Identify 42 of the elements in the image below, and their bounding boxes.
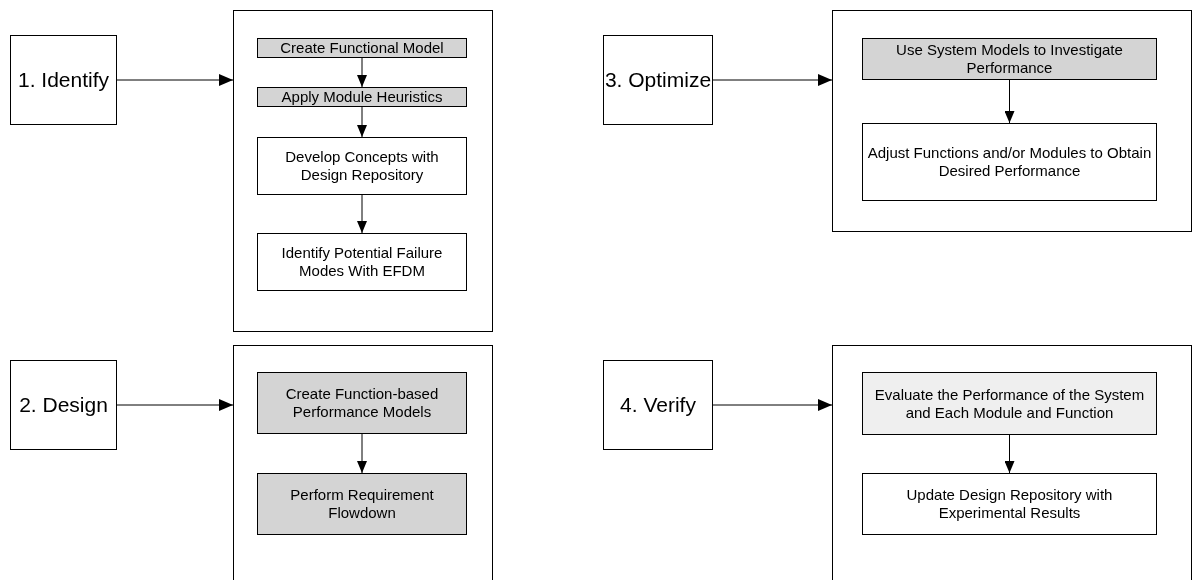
phase-box — [603, 360, 713, 450]
group-box — [832, 10, 1192, 232]
phase-box — [10, 35, 117, 125]
arrow — [1004, 79, 1015, 124]
step-box — [862, 123, 1157, 201]
step-text: Develop Concepts with Design Repository — [284, 148, 440, 184]
step-text: Evaluate the Performance of the System and Each Module and Function — [873, 385, 1146, 422]
step-box — [862, 473, 1157, 535]
arrow — [357, 106, 367, 138]
step-box — [257, 38, 467, 58]
step-text: Perform Requirement Flowdown — [289, 486, 435, 522]
step-box — [862, 372, 1157, 435]
arrow — [712, 399, 833, 411]
arrow — [1004, 434, 1015, 474]
step-text: Identify Potential Failure Modes With EFDM — [280, 244, 444, 280]
step-text: Use System Models to Investigate Performance — [895, 41, 1124, 77]
step-text: 4. Verify — [620, 392, 696, 418]
group-box — [233, 345, 493, 580]
arrow — [357, 57, 367, 88]
arrow — [116, 399, 234, 411]
arrow — [357, 433, 367, 474]
group-box — [233, 10, 493, 332]
step-box — [257, 87, 467, 107]
step-text: 3. Optimize — [604, 67, 712, 93]
step-text: Create Function-based Performance Models — [284, 385, 440, 421]
step-box — [257, 372, 467, 434]
step-text: Create Functional Model — [279, 39, 445, 57]
step-box — [257, 473, 467, 535]
step-text: 1. Identify — [17, 67, 110, 93]
step-box — [862, 38, 1157, 80]
step-text: Apply Module Heuristics — [280, 88, 444, 106]
step-text: Update Design Repository with Experimental Results — [905, 486, 1114, 522]
arrow — [357, 194, 367, 234]
group-box — [832, 345, 1192, 580]
arrow — [116, 74, 234, 86]
phase-box — [10, 360, 117, 450]
phase-box — [603, 35, 713, 125]
arrow — [712, 74, 833, 86]
step-text: 2. Design — [19, 392, 108, 418]
step-box — [257, 233, 467, 291]
step-box — [257, 137, 467, 195]
step-text: Adjust Functions and/or Modules to Obtain Desired Performance — [866, 144, 1153, 180]
